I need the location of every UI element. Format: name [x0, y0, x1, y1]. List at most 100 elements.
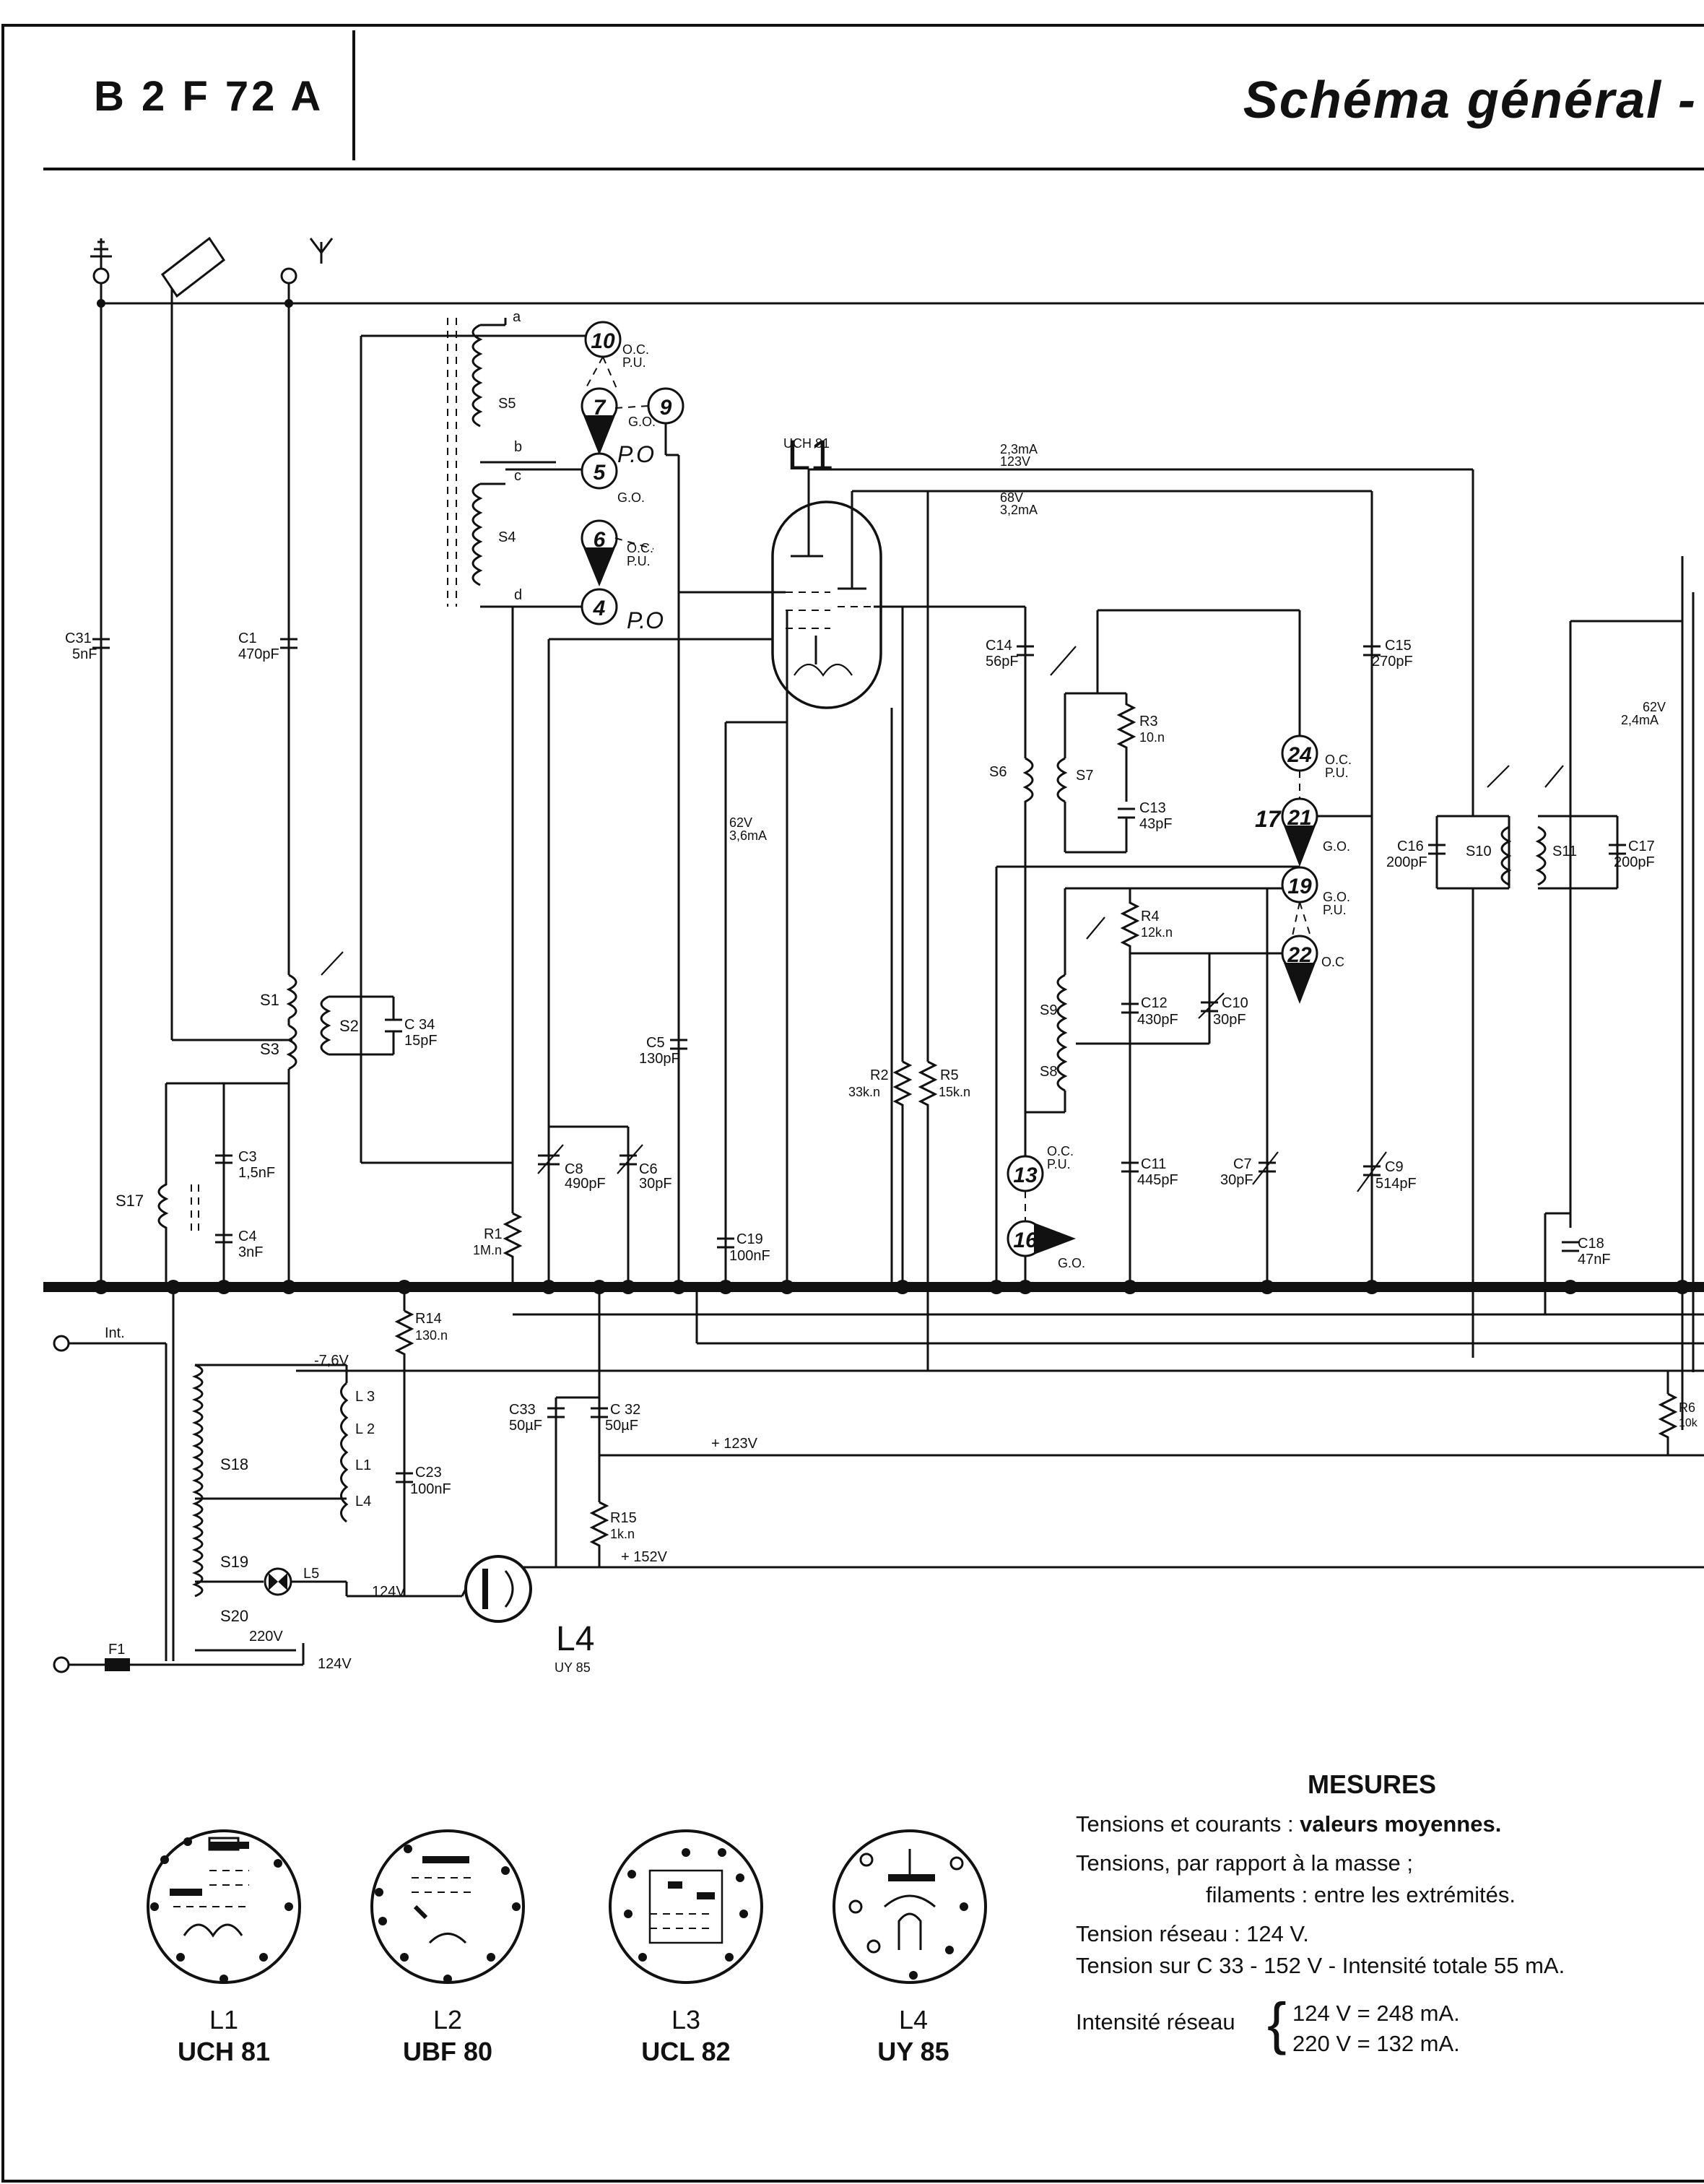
c5-value: 130pF: [639, 1051, 680, 1067]
c17-label: C17: [1628, 838, 1655, 854]
r1-label: R1: [484, 1226, 503, 1242]
capacitor-c15-c9: C15 270pF C9 514pF: [1300, 491, 1417, 1287]
l4-base-caption: L4 UY 85: [841, 2004, 986, 2068]
r4-value: 12k.n: [1141, 925, 1173, 940]
r5-label: R5: [940, 1067, 959, 1083]
label-pu-3: P.U.: [1325, 766, 1349, 780]
v-124v-tap: 124V: [318, 1656, 352, 1672]
s19-label: S19: [220, 1553, 248, 1571]
coil-s2: S2 C 34 15pF: [320, 951, 438, 1163]
l4-tube-type: UY 85: [555, 1660, 591, 1675]
tube-base-l4: [833, 1829, 987, 1984]
capacitor-c3-c4: C3 1,5nF C4 3nF: [215, 1083, 275, 1287]
label-pu-1: P.U.: [622, 355, 646, 370]
c32-label: C 32: [610, 1402, 640, 1418]
l5-label: L5: [303, 1566, 319, 1582]
contact-24: 24: [1287, 743, 1312, 767]
l2-base-caption: L2 UBF 80: [375, 2004, 520, 2068]
c12-value: 430pF: [1137, 1012, 1178, 1028]
contact-19: 19: [1287, 875, 1312, 898]
measurements-line-1: Tensions et courants : valeurs moyennes.: [1076, 1808, 1697, 1840]
earth-terminal[interactable]: [90, 238, 112, 1287]
s2-label: S2: [339, 1017, 359, 1035]
bus-junctions: [94, 299, 1690, 1294]
heater-l3: L 3: [355, 1389, 375, 1405]
s7-label: S7: [1076, 768, 1093, 784]
wave-switch-bottom[interactable]: 13 16 O.C. P.U. G.O.: [1007, 1144, 1085, 1287]
l2-base-type: UBF 80: [402, 2037, 493, 2066]
measurements-line-4: Tension réseau : 124 V.: [1076, 1921, 1309, 1946]
label-go-4: G.O.: [1323, 890, 1350, 904]
tap-d: d: [514, 587, 522, 603]
c6-label: C6: [639, 1161, 658, 1177]
contact-21: 21: [1287, 806, 1311, 830]
tap-a: a: [513, 309, 521, 325]
tap-b: b: [514, 439, 522, 455]
r15-label: R15: [610, 1510, 637, 1526]
c14-value: 56pF: [986, 654, 1019, 670]
v-2-4ma: 2,4mA: [1621, 713, 1659, 727]
resistor-r1: R1 1M.n: [473, 1212, 523, 1287]
label-oc-3: O.C.: [1325, 753, 1352, 767]
capacitor-c6: C6 30pF: [549, 1125, 672, 1287]
c12-label: C12: [1141, 995, 1168, 1011]
f1-label: F1: [108, 1642, 125, 1658]
label-go-5: G.O.: [1058, 1256, 1085, 1270]
v-plus-123v: + 123V: [711, 1436, 758, 1452]
r15-value: 1k.n: [610, 1527, 635, 1541]
r6-value: 10k: [1679, 1417, 1698, 1429]
model-number: B 2 F 72 A: [94, 73, 324, 120]
frame-antenna-terminal[interactable]: [160, 236, 292, 1041]
label-oc-1: O.C.: [622, 342, 649, 357]
reseau-value-2: 220 V = 132 mA.: [1292, 2031, 1460, 2056]
capacitor-c8: C8 490pF: [537, 1144, 606, 1192]
oscillator-tank: S9 S8 R4 12k.n C12 430pF C10 30pF C11 44…: [995, 865, 1300, 1287]
r3-value: 10.n: [1139, 730, 1165, 745]
r1-value: 1M.n: [473, 1243, 502, 1257]
contact-17: 17: [1255, 806, 1282, 832]
l3-base-caption: L3 UCL 82: [614, 2004, 758, 2068]
c4-label: C4: [238, 1228, 257, 1244]
c31-value: 5nF: [72, 646, 97, 662]
c15-label: C15: [1385, 638, 1412, 654]
c16-label: C16: [1397, 838, 1424, 854]
contact-6: 6: [594, 528, 606, 552]
brace-icon: {: [1267, 1991, 1287, 2055]
l1-base-caption: L1 UCH 81: [152, 2004, 296, 2068]
c16-value: 200pF: [1386, 854, 1427, 870]
capacitor-c33: C33 50µF: [509, 1396, 599, 1567]
heater-l4: L4: [355, 1494, 371, 1509]
tube-base-l2: [370, 1829, 525, 1984]
contact-5: 5: [594, 461, 607, 485]
coil-s5-s4: S5 S4 a b c d: [360, 309, 599, 1213]
tap-c: c: [514, 468, 521, 484]
s1-label: S1: [260, 991, 279, 1009]
v-3-2ma: 3,2mA: [1000, 503, 1038, 517]
l4-base-name: L4: [898, 2005, 929, 2034]
page-frame: [1, 24, 1704, 2183]
mains-fuse[interactable]: F1 220V 124V: [53, 1629, 352, 1673]
measurements-reseau: Intensité réseau { 124 V = 248 mA. 220 V…: [1076, 1990, 1697, 2063]
c11-label: C11: [1141, 1156, 1166, 1172]
resistor-r5: R5 15k.n: [918, 491, 970, 1343]
label-go-2: G.O.: [617, 490, 645, 505]
l1-tube-name: L1: [787, 432, 834, 479]
resistor-r2: R2 33k.n: [848, 607, 913, 1287]
wave-switch-right[interactable]: 24 21 17 19 22 O.C. P.U. G.O. G.O. P.U. …: [1255, 610, 1352, 1004]
mains-switch[interactable]: Int.: [53, 1325, 166, 1352]
contact-10: 10: [591, 329, 615, 353]
antenna-terminal[interactable]: [280, 238, 334, 975]
wave-switch-left[interactable]: 10 7 9 5 6 4 O.C. P.U. G.O. P.O G.O. O.C…: [581, 321, 684, 1287]
v-2-3ma: 2,3mA: [1000, 442, 1038, 456]
capacitor-c1: C1 470pF: [238, 630, 297, 662]
resistor-r6: R6 10k: [1658, 1371, 1698, 1455]
capacitor-c32: C 32 50µF: [591, 1287, 640, 1502]
l3-base-type: UCL 82: [641, 2037, 731, 2066]
power-transformer: S18 S19 S20: [165, 1287, 347, 1661]
c18-label: C18: [1578, 1236, 1604, 1252]
int-label: Int.: [105, 1325, 125, 1341]
l1-base-name: L1: [209, 2005, 239, 2034]
v-3-6ma: 3,6mA: [729, 828, 767, 843]
measurements-title: MESURES: [1307, 1769, 1437, 1799]
